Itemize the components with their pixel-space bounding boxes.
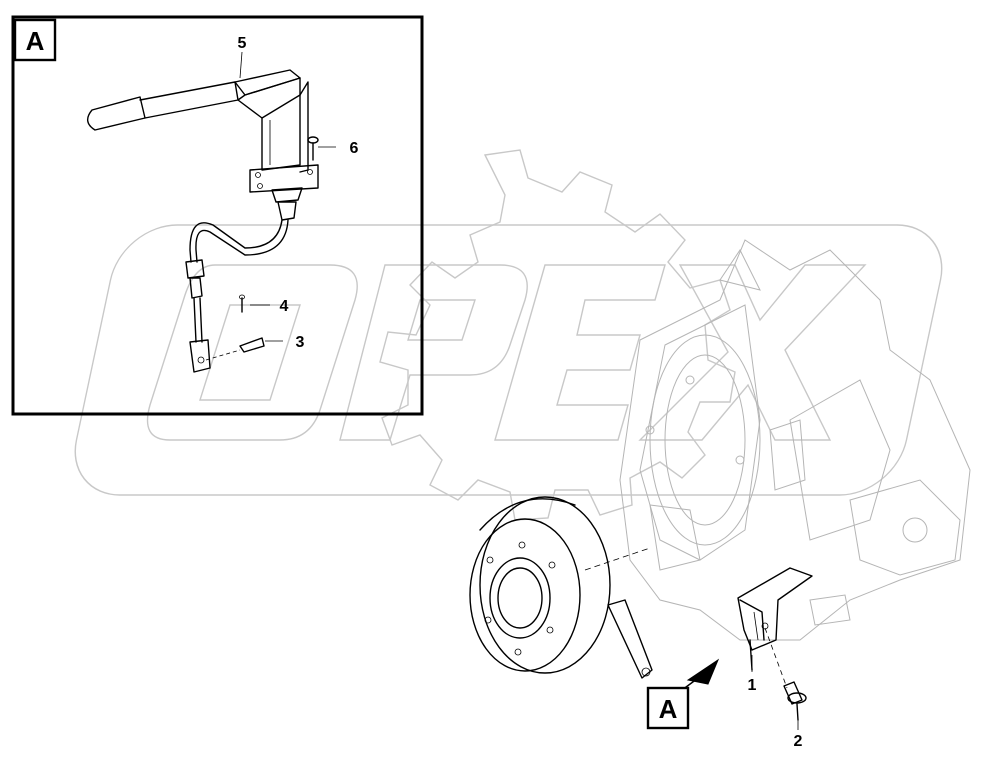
- leader-lines: [239, 51, 799, 730]
- control-cable: [185, 219, 289, 373]
- brake-lever: [607, 599, 653, 679]
- reference-marker: [646, 686, 690, 730]
- reference-arrow: [681, 658, 720, 691]
- watermark-gear: [379, 149, 736, 521]
- detail-view-label: A: [26, 26, 45, 56]
- callout-2: 2: [794, 733, 803, 750]
- detail-view-frame: [11, 15, 424, 416]
- clevis-pin: [205, 337, 265, 361]
- callout-1: 1: [748, 677, 757, 694]
- callout-3: 3: [296, 334, 305, 351]
- callout-4: 4: [280, 298, 289, 315]
- reference-marker-label: A: [659, 694, 678, 724]
- transmission-housing: [619, 239, 971, 641]
- watermark-logo: [74, 224, 943, 496]
- cotter-pin: [239, 294, 245, 313]
- callout-5: 5: [238, 35, 247, 52]
- brake-drum: [469, 496, 651, 674]
- bolt: [764, 627, 807, 721]
- hand-lever-assembly: [87, 69, 319, 221]
- callout-6: 6: [350, 140, 359, 157]
- screw: [307, 136, 319, 161]
